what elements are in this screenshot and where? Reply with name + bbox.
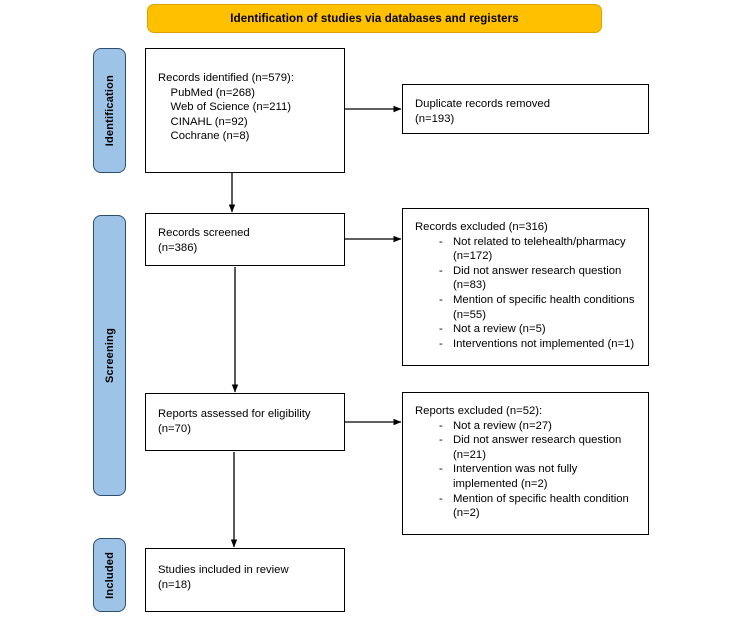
bullet-dash: - — [439, 419, 443, 432]
node-studies-included-text: Studies included in review (n=18) — [158, 564, 289, 591]
node-reports-excluded-heading: Reports excluded (n=52): — [415, 405, 543, 417]
bullet-dash: - — [439, 235, 443, 248]
exclusion-reason-item: -Interventions not implemented (n=1) — [415, 337, 638, 352]
exclusion-reason-item: -Mention of specific health condition (n… — [415, 492, 638, 521]
node-records-screened-text: Records screened (n=386) — [158, 227, 250, 254]
stage-label-identification-text: Identification — [103, 74, 116, 147]
stage-label-screening-text: Screening — [103, 328, 116, 383]
exclusion-reason-label: Did not answer research question (n=21) — [453, 434, 622, 461]
bullet-dash: - — [439, 463, 443, 476]
exclusion-reason-item: -Did not answer research question (n=83) — [415, 264, 638, 293]
node-duplicate-records-removed: Duplicate records removed (n=193) — [402, 84, 649, 134]
exclusion-reason-label: Not related to telehealth/pharmacy (n=17… — [453, 235, 626, 263]
node-studies-included: Studies included in review (n=18) — [145, 548, 345, 612]
node-records-excluded-heading: Records excluded (n=316) — [415, 221, 548, 233]
stage-label-included-text: Included — [103, 551, 116, 599]
stage-label-identification: Identification — [93, 48, 126, 173]
exclusion-reason-item: -Mention of specific health conditions (… — [415, 293, 638, 322]
exclusion-reason-label: Mention of specific health condition (n=… — [453, 492, 629, 520]
node-reports-excluded: Reports excluded (n=52): -Not a review (… — [402, 392, 649, 535]
node-duplicate-records-removed-text: Duplicate records removed (n=193) — [415, 98, 550, 125]
records-excluded-reason-list: -Not related to telehealth/pharmacy (n=1… — [415, 235, 638, 352]
node-reports-assessed: Reports assessed for eligibility (n=70) — [145, 393, 345, 451]
identification-banner: Identification of studies via databases … — [147, 4, 602, 33]
exclusion-reason-item: -Intervention was not fully implemented … — [415, 462, 638, 491]
node-reports-assessed-text: Reports assessed for eligibility (n=70) — [158, 408, 311, 435]
node-records-identified-text: Records identified (n=579): PubMed (n=26… — [158, 72, 294, 143]
bullet-dash: - — [439, 434, 443, 447]
exclusion-reason-label: Did not answer research question (n=83) — [453, 264, 622, 292]
exclusion-reason-label: Interventions not implemented (n=1) — [453, 337, 635, 350]
bullet-dash: - — [439, 492, 443, 505]
exclusion-reason-item: -Not a review (n=27) — [415, 419, 638, 434]
node-records-screened: Records screened (n=386) — [145, 213, 345, 266]
exclusion-reason-item: -Did not answer research question (n=21) — [415, 433, 638, 462]
stage-label-screening: Screening — [93, 215, 126, 496]
exclusion-reason-label: Mention of specific health conditions (n… — [453, 293, 635, 321]
exclusion-reason-label: Not a review (n=27) — [453, 419, 552, 432]
bullet-dash: - — [439, 337, 443, 350]
reports-excluded-reason-list: -Not a review (n=27)-Did not answer rese… — [415, 419, 638, 521]
exclusion-reason-item: -Not related to telehealth/pharmacy (n=1… — [415, 235, 638, 264]
exclusion-reason-label: Intervention was not fully implemented (… — [453, 463, 578, 490]
node-records-excluded: Records excluded (n=316) -Not related to… — [402, 208, 649, 366]
bullet-dash: - — [439, 264, 443, 277]
stage-label-included: Included — [93, 538, 126, 612]
bullet-dash: - — [439, 293, 443, 306]
banner-title: Identification of studies via databases … — [230, 12, 519, 25]
exclusion-reason-item: -Not a review (n=5) — [415, 322, 638, 337]
bullet-dash: - — [439, 323, 443, 336]
exclusion-reason-label: Not a review (n=5) — [453, 323, 546, 336]
node-records-identified: Records identified (n=579): PubMed (n=26… — [145, 48, 345, 173]
